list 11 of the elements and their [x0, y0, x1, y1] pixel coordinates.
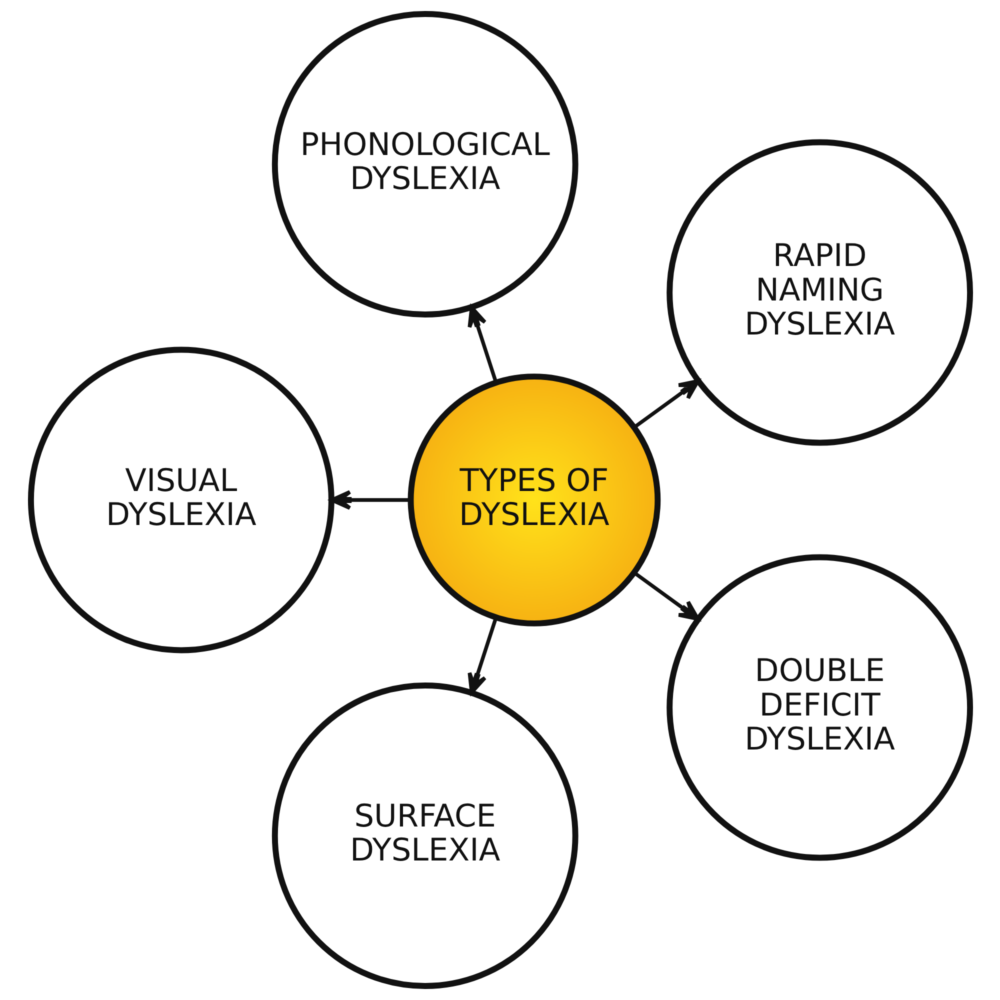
arrow	[632, 379, 700, 429]
node-circle: TYPES OF DYSLEXIA	[407, 374, 660, 626]
arrow	[330, 490, 410, 510]
node-circle: PHONOLOGICAL DYSLEXIA	[271, 11, 578, 318]
arrow	[632, 571, 700, 621]
node-circle: DOUBLE DEFICIT DYSLEXIA	[666, 554, 973, 861]
arrow	[467, 616, 498, 694]
node-circle: RAPID NAMING DYSLEXIA	[666, 139, 973, 446]
arrow	[467, 306, 498, 384]
node-circle: VISUAL DYSLEXIA	[27, 346, 334, 654]
node-circle: SURFACE DYSLEXIA	[271, 682, 578, 989]
